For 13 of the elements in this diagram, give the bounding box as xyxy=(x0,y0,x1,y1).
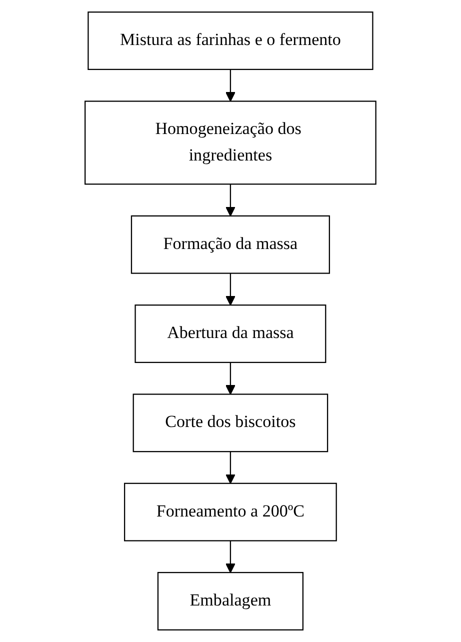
process-box: Abertura da massa xyxy=(134,304,326,364)
process-box: Formação da massa xyxy=(130,215,330,274)
arrow xyxy=(226,69,236,102)
process-box: Mistura as farinhas e o fermento xyxy=(88,12,374,70)
process-box: Corte dos biscoitos xyxy=(132,394,328,452)
arrow xyxy=(226,452,236,484)
process-box: Homogeneização dos ingredientes xyxy=(84,100,376,185)
process-box: Forneamento a 200ºC xyxy=(124,482,337,542)
process-box: Embalagem xyxy=(157,572,304,630)
arrow xyxy=(226,273,236,306)
arrow xyxy=(226,184,236,216)
arrow xyxy=(226,540,236,573)
arrow xyxy=(226,362,236,395)
